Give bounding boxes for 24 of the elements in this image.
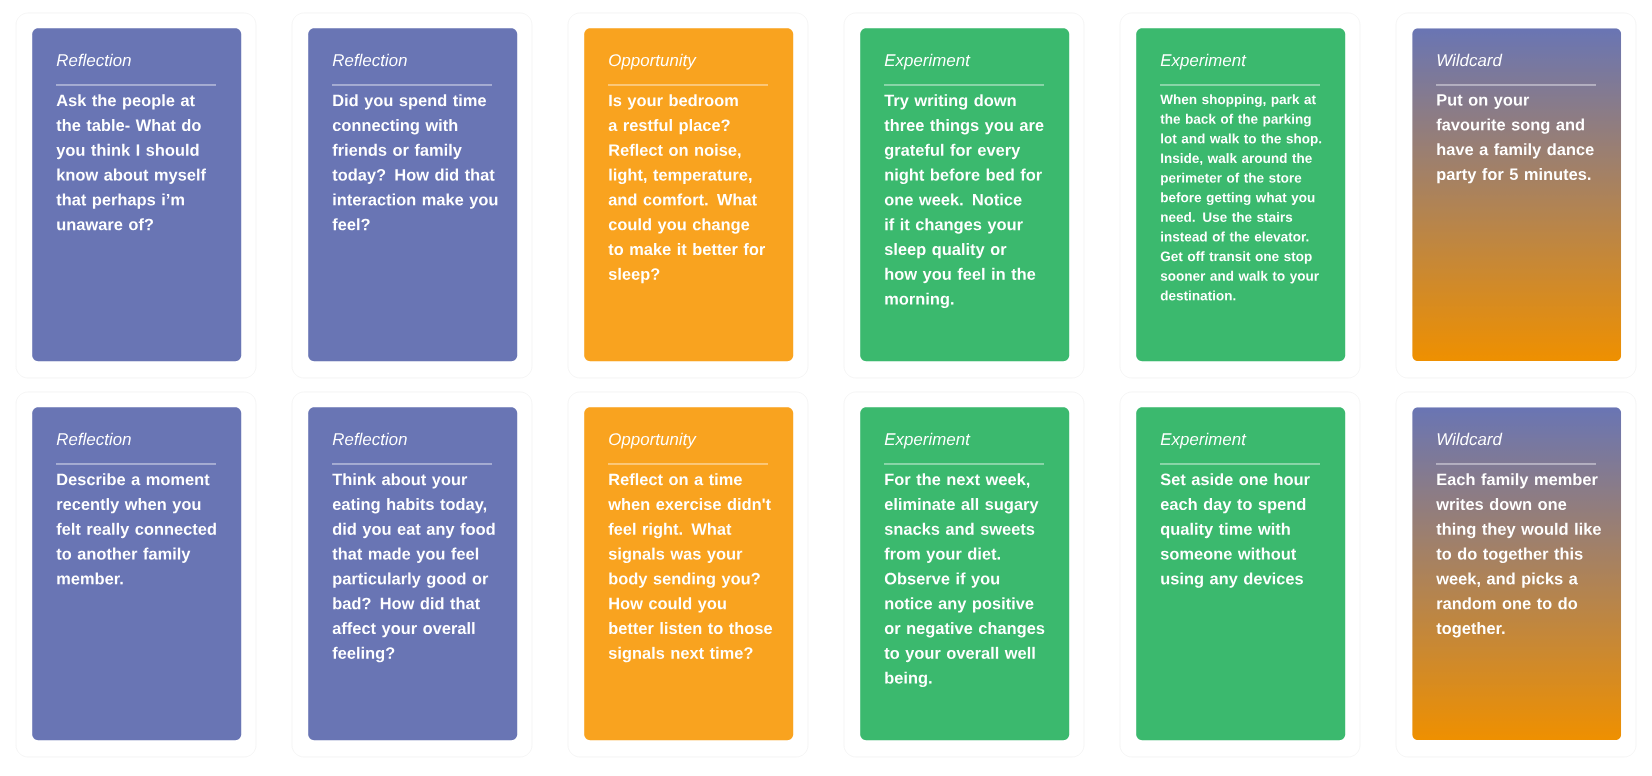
- card-text: Try writing down three things you are grateful for every night before bed for one week. Notice if it changes your sleep quality or how you feel in the morning.: [884, 94, 1044, 309]
- card-heading: Reflection: [56, 432, 131, 446]
- card-text: When shopping, park at the back of the parking lot and walk to the shop. Inside, walk around the perimeter of the store before getting what you need. Use the stairs instead of the elevator. Get off transit one stop sooner and walk to your destination.: [1160, 94, 1322, 301]
- card-text: Is your bedroom a restful place? Reflect on noise, light, temperature, and comfort. What could you change to make it better for sleep?: [608, 94, 766, 284]
- card-heading: Wildcard: [1437, 53, 1503, 67]
- card-text: Reflect on a time when exercise didn't feel right. What signals was your body sending you? How could you better listen to those signals next time?: [608, 473, 773, 663]
- card-text: Ask the people at the table- What do you think I should know about myself that perhaps i’m unaware of?: [56, 94, 207, 231]
- card-heading: Reflection: [56, 53, 131, 67]
- card-heading: Experiment: [884, 53, 971, 70]
- card-text: Describe a moment recently when you felt really connected to another family member.: [56, 473, 216, 585]
- card-text: Set aside one hour each day to spend quality time with someone without using any devices: [1160, 473, 1310, 588]
- card-text: Put on your favourite song and have a family dance party for 5 minutes.: [1436, 94, 1594, 184]
- card-text: Each family member writes down one thing they would like to do together this week, and picks a random one to do together.: [1436, 473, 1601, 638]
- card-heading: Experiment: [1160, 432, 1247, 449]
- card-heading: Wildcard: [1437, 432, 1503, 446]
- card-heading: Reflection: [332, 53, 407, 67]
- card-text: For the next week, eliminate all sugary snacks and sweets from your diet. Observe if you notice any positive or negative changes to your overall well being.: [884, 473, 1045, 688]
- card-heading: Opportunity: [609, 432, 697, 449]
- card-heading: Opportunity: [609, 53, 697, 70]
- card-heading: Experiment: [1160, 53, 1247, 70]
- card-heading: Experiment: [884, 432, 971, 449]
- card-heading: Reflection: [332, 432, 407, 446]
- card-text: Did you spend time connecting with friends or family today? How did that interaction make you feel?: [332, 94, 498, 231]
- card-text: Think about your eating habits today, did you eat any food that made you feel particularly good or bad? How did that affect your overall feeling?: [332, 473, 495, 663]
